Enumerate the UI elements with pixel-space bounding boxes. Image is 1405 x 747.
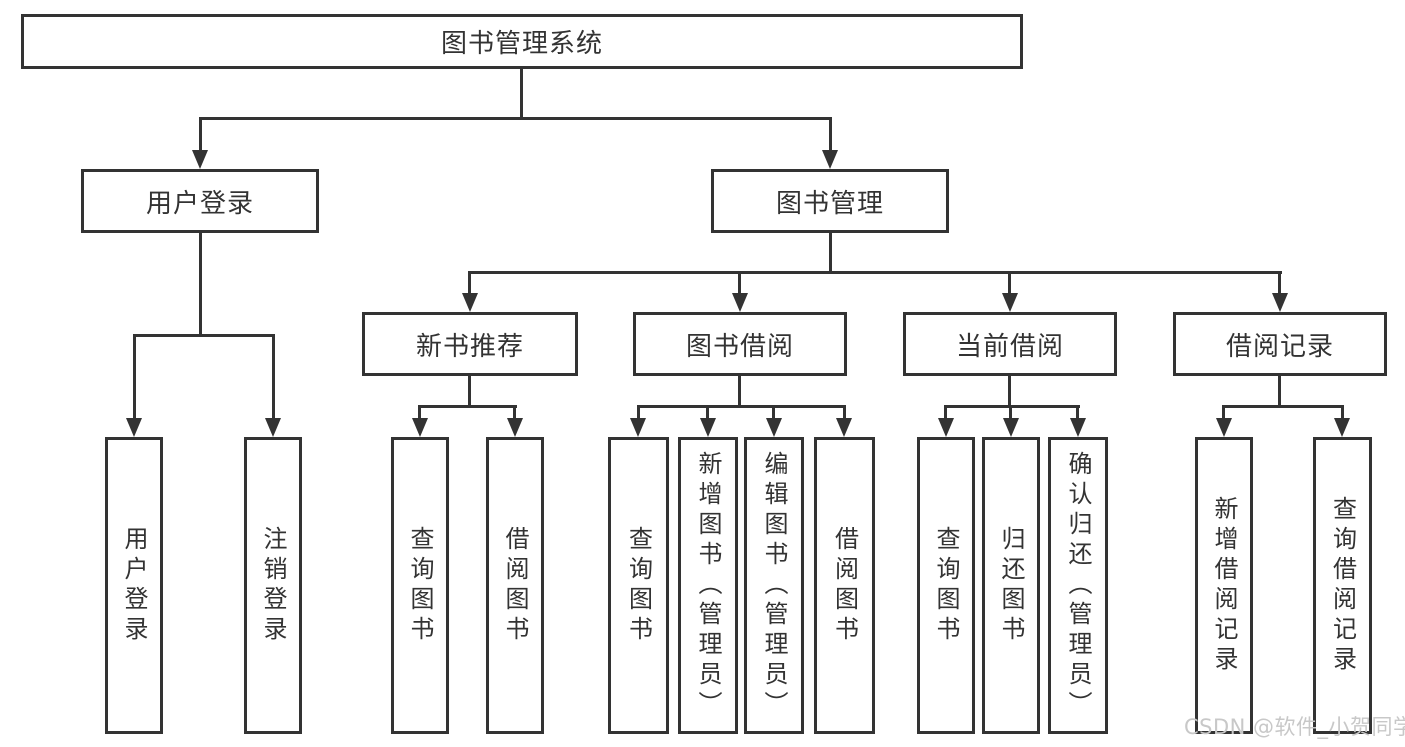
arrowhead-icon: [1216, 418, 1232, 437]
leaf-return-books: 归还图书: [982, 437, 1040, 734]
leaf-borrow-books: 借阅图书: [486, 437, 544, 734]
connector-line: [1222, 405, 1225, 421]
arrowhead-icon: [1002, 293, 1018, 312]
leaf-add-borrow-record: 新增借阅记录: [1195, 437, 1253, 734]
connector-line: [1278, 271, 1281, 299]
leaf-logout: 注销登录: [244, 437, 302, 734]
arrowhead-icon: [938, 418, 954, 437]
arrowhead-icon: [192, 150, 208, 169]
connector-line: [738, 376, 741, 408]
leaf-confirm-return-admin: 确认归还（管理员）: [1048, 437, 1108, 734]
connector-line: [1341, 405, 1344, 421]
node-current-borrow: 当前借阅: [903, 312, 1117, 376]
connector-line: [1222, 405, 1344, 408]
node-root-system: 图书管理系统: [21, 14, 1023, 69]
connector-line: [1076, 405, 1079, 421]
connector-line: [133, 334, 275, 337]
connector-line: [418, 405, 421, 421]
leaf-add-books-admin: 新增图书（管理员）: [678, 437, 738, 734]
arrowhead-icon: [1334, 418, 1350, 437]
arrowhead-icon: [126, 418, 142, 437]
arrowhead-icon: [412, 418, 428, 437]
arrowhead-icon: [700, 418, 716, 437]
connector-line: [469, 271, 1282, 274]
arrowhead-icon: [732, 293, 748, 312]
connector-line: [199, 117, 202, 151]
connector-line: [637, 405, 846, 408]
connector-line: [513, 405, 516, 421]
arrowhead-icon: [462, 293, 478, 312]
connector-line: [944, 405, 1080, 408]
connector-line: [1009, 405, 1012, 421]
connector-line: [843, 405, 846, 421]
connector-line: [829, 117, 832, 151]
node-user-login: 用户登录: [81, 169, 319, 233]
connector-line: [1008, 376, 1011, 408]
arrowhead-icon: [1070, 418, 1086, 437]
node-book-borrow: 图书借阅: [633, 312, 847, 376]
arrowhead-icon: [836, 418, 852, 437]
arrowhead-icon: [265, 418, 281, 437]
connector-line: [520, 69, 523, 120]
leaf-query-books: 查询图书: [917, 437, 975, 734]
node-borrow-record: 借阅记录: [1173, 312, 1387, 376]
watermark: CSDN @软件_小贺同学: [1184, 715, 1405, 739]
arrowhead-icon: [766, 418, 782, 437]
leaf-query-borrow-record: 查询借阅记录: [1313, 437, 1372, 734]
arrowhead-icon: [822, 150, 838, 169]
node-book-management: 图书管理: [711, 169, 949, 233]
connector-line: [829, 233, 832, 274]
node-new-book-recommend: 新书推荐: [362, 312, 578, 376]
arrowhead-icon: [507, 418, 523, 437]
arrowhead-icon: [1272, 293, 1288, 312]
leaf-borrow-books: 借阅图书: [814, 437, 875, 734]
arrowhead-icon: [1003, 418, 1019, 437]
connector-line: [772, 405, 775, 421]
leaf-edit-books-admin: 编辑图书（管理员）: [744, 437, 804, 734]
connector-line: [468, 376, 471, 408]
connector-line: [1008, 271, 1011, 299]
connector-line: [272, 334, 275, 420]
connector-line: [133, 334, 136, 420]
connector-line: [419, 405, 517, 408]
connector-line: [468, 271, 471, 299]
leaf-query-books: 查询图书: [608, 437, 669, 734]
arrowhead-icon: [630, 418, 646, 437]
connector-line: [944, 405, 947, 421]
connector-line: [1278, 376, 1281, 408]
connector-line: [637, 405, 640, 421]
connector-line: [738, 271, 741, 299]
connector-line: [199, 117, 832, 120]
leaf-query-books: 查询图书: [391, 437, 449, 734]
connector-line: [706, 405, 709, 421]
leaf-user-login: 用户登录: [105, 437, 163, 734]
connector-line: [199, 233, 202, 337]
